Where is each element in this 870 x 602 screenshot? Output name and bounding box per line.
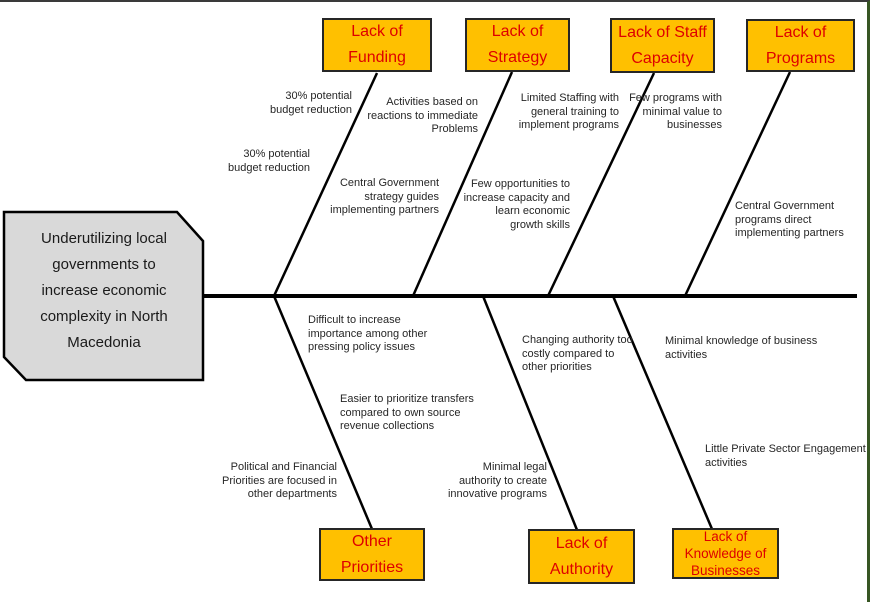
cause-text-knowledge-2: Little Private Sector Engagement activit… <box>705 443 866 469</box>
bone-line-lack-of-programs <box>683 71 792 297</box>
bone-line-lack-of-strategy <box>411 71 514 297</box>
category-label-lack-of-authority: Lack of Authority <box>549 534 614 578</box>
category-box-lack-of-staff-capacity: Lack of Staff Capacity <box>610 18 715 73</box>
category-label-lack-of-strategy: Lack of Strategy <box>487 23 548 66</box>
category-box-lack-of-knowledge: Lack of Knowledge of Businesses <box>672 528 779 579</box>
cause-text-programs-2: Central Government programs direct imple… <box>735 200 844 239</box>
cause-text-programs-1: Few programs with minimal value to busin… <box>629 92 722 131</box>
category-box-lack-of-funding: Lack of Funding <box>322 18 432 72</box>
cause-text-funding-1: 30% potential budget reduction <box>270 90 352 116</box>
category-box-lack-of-strategy: Lack of Strategy <box>465 18 570 72</box>
category-label-other-priorities: Other Priorities <box>340 532 404 576</box>
cause-text-authority-2: Minimal legal authority to create innova… <box>447 461 547 500</box>
cause-text-strategy-1: Activities based on reactions to immedia… <box>367 96 478 135</box>
cause-text-other-priorities-1: Difficult to increase importance among o… <box>308 314 428 353</box>
problem-head-shape <box>2 210 205 382</box>
category-label-lack-of-funding: Lack of Funding <box>348 23 406 66</box>
bone-line-lack-of-funding <box>272 72 379 297</box>
cause-text-other-priorities-3: Political and Financial Priorities are f… <box>222 461 337 500</box>
problem-statement: Underutilizing local governments to incr… <box>40 230 168 351</box>
category-label-lack-of-staff-capacity: Lack of Staff Capacity <box>618 23 707 67</box>
cause-text-authority-1: Changing authority too costly compared t… <box>522 334 633 373</box>
cause-text-strategy-2: Central Government strategy guides imple… <box>330 177 439 216</box>
category-label-lack-of-programs: Lack of Programs <box>765 23 836 67</box>
cause-text-staff-2: Few opportunities to increase capacity a… <box>463 178 570 231</box>
category-box-lack-of-programs: Lack of Programs <box>746 19 855 72</box>
bone-line-lack-of-knowledge <box>611 295 714 530</box>
bone-line-lack-of-authority <box>481 295 579 531</box>
category-box-lack-of-authority: Lack of Authority <box>528 529 635 584</box>
category-label-lack-of-knowledge: Lack of Knowledge of Businesses <box>684 529 767 578</box>
bone-line-other-priorities <box>272 295 374 530</box>
bone-line-lack-of-staff-capacity <box>546 72 656 297</box>
cause-text-other-priorities-2: Easier to prioritize transfers compared … <box>340 393 474 432</box>
cause-text-funding-2: 30% potential budget reduction <box>228 148 310 174</box>
category-box-other-priorities: Other Priorities <box>319 528 425 581</box>
cause-text-staff-1: Limited Staffing with general training t… <box>518 92 619 131</box>
cause-text-knowledge-1: Minimal knowledge of business activities <box>665 335 818 361</box>
